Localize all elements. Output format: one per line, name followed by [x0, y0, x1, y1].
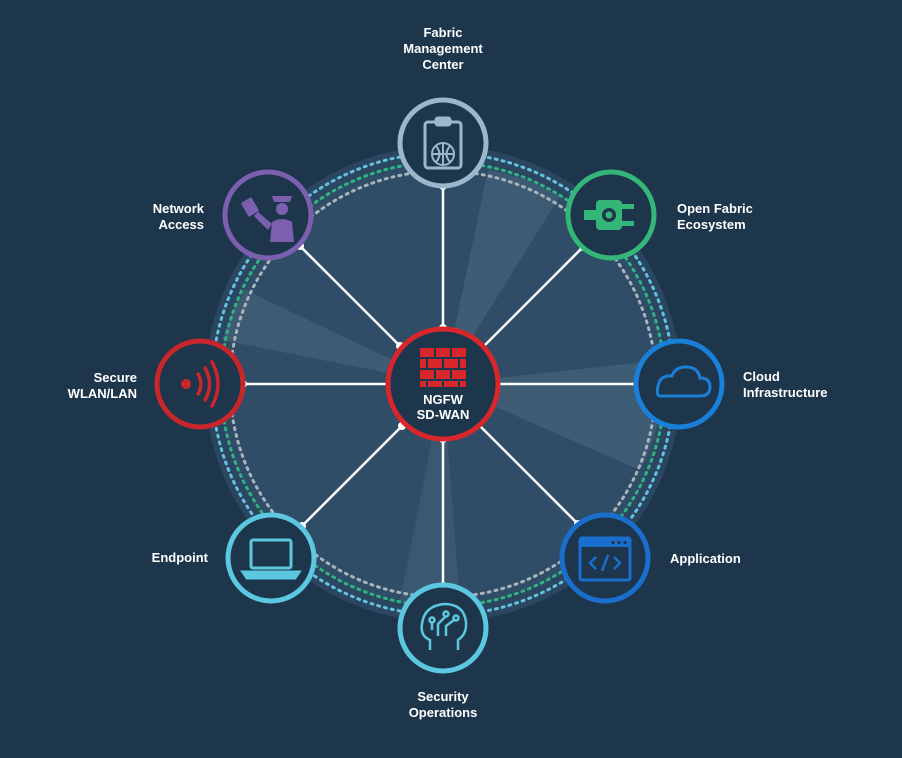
label-cloud-infrastructure: Cloud Infrastructure [743, 369, 828, 400]
label-secure-wlan-lan: Secure WLAN/LAN [67, 370, 137, 401]
clipboard-globe-icon [423, 116, 463, 170]
node-network-access [222, 169, 314, 261]
node-open-fabric-ecosystem [565, 169, 657, 261]
node-application [559, 512, 651, 604]
label-network-access: Network Access [152, 201, 204, 232]
node-security-operations [397, 582, 489, 674]
firewall-icon [420, 348, 466, 387]
plug-gear-icon [584, 200, 634, 230]
label-endpoint: Endpoint [151, 550, 208, 565]
wireless-signal-icon [181, 360, 220, 408]
node-endpoint [225, 512, 317, 604]
cloud-icon [655, 365, 712, 398]
label-application: Application [670, 551, 741, 566]
code-window-icon [578, 536, 632, 582]
label-open-fabric-ecosystem: Open Fabric Ecosystem [677, 201, 753, 232]
node-secure-wlan-lan [154, 338, 246, 430]
label-security-operations: Security Operations [408, 689, 478, 720]
guard-icon [241, 196, 294, 242]
brain-circuit-icon [420, 602, 468, 650]
hub-label: NGFW SD-WAN [416, 392, 470, 422]
laptop-icon [240, 538, 302, 580]
label-fabric-management-center: Fabric Management Center [403, 25, 483, 72]
hub-node [385, 326, 501, 442]
spokes [243, 186, 640, 586]
node-cloud-infrastructure [633, 338, 725, 430]
node-fabric-management-center [397, 97, 489, 189]
